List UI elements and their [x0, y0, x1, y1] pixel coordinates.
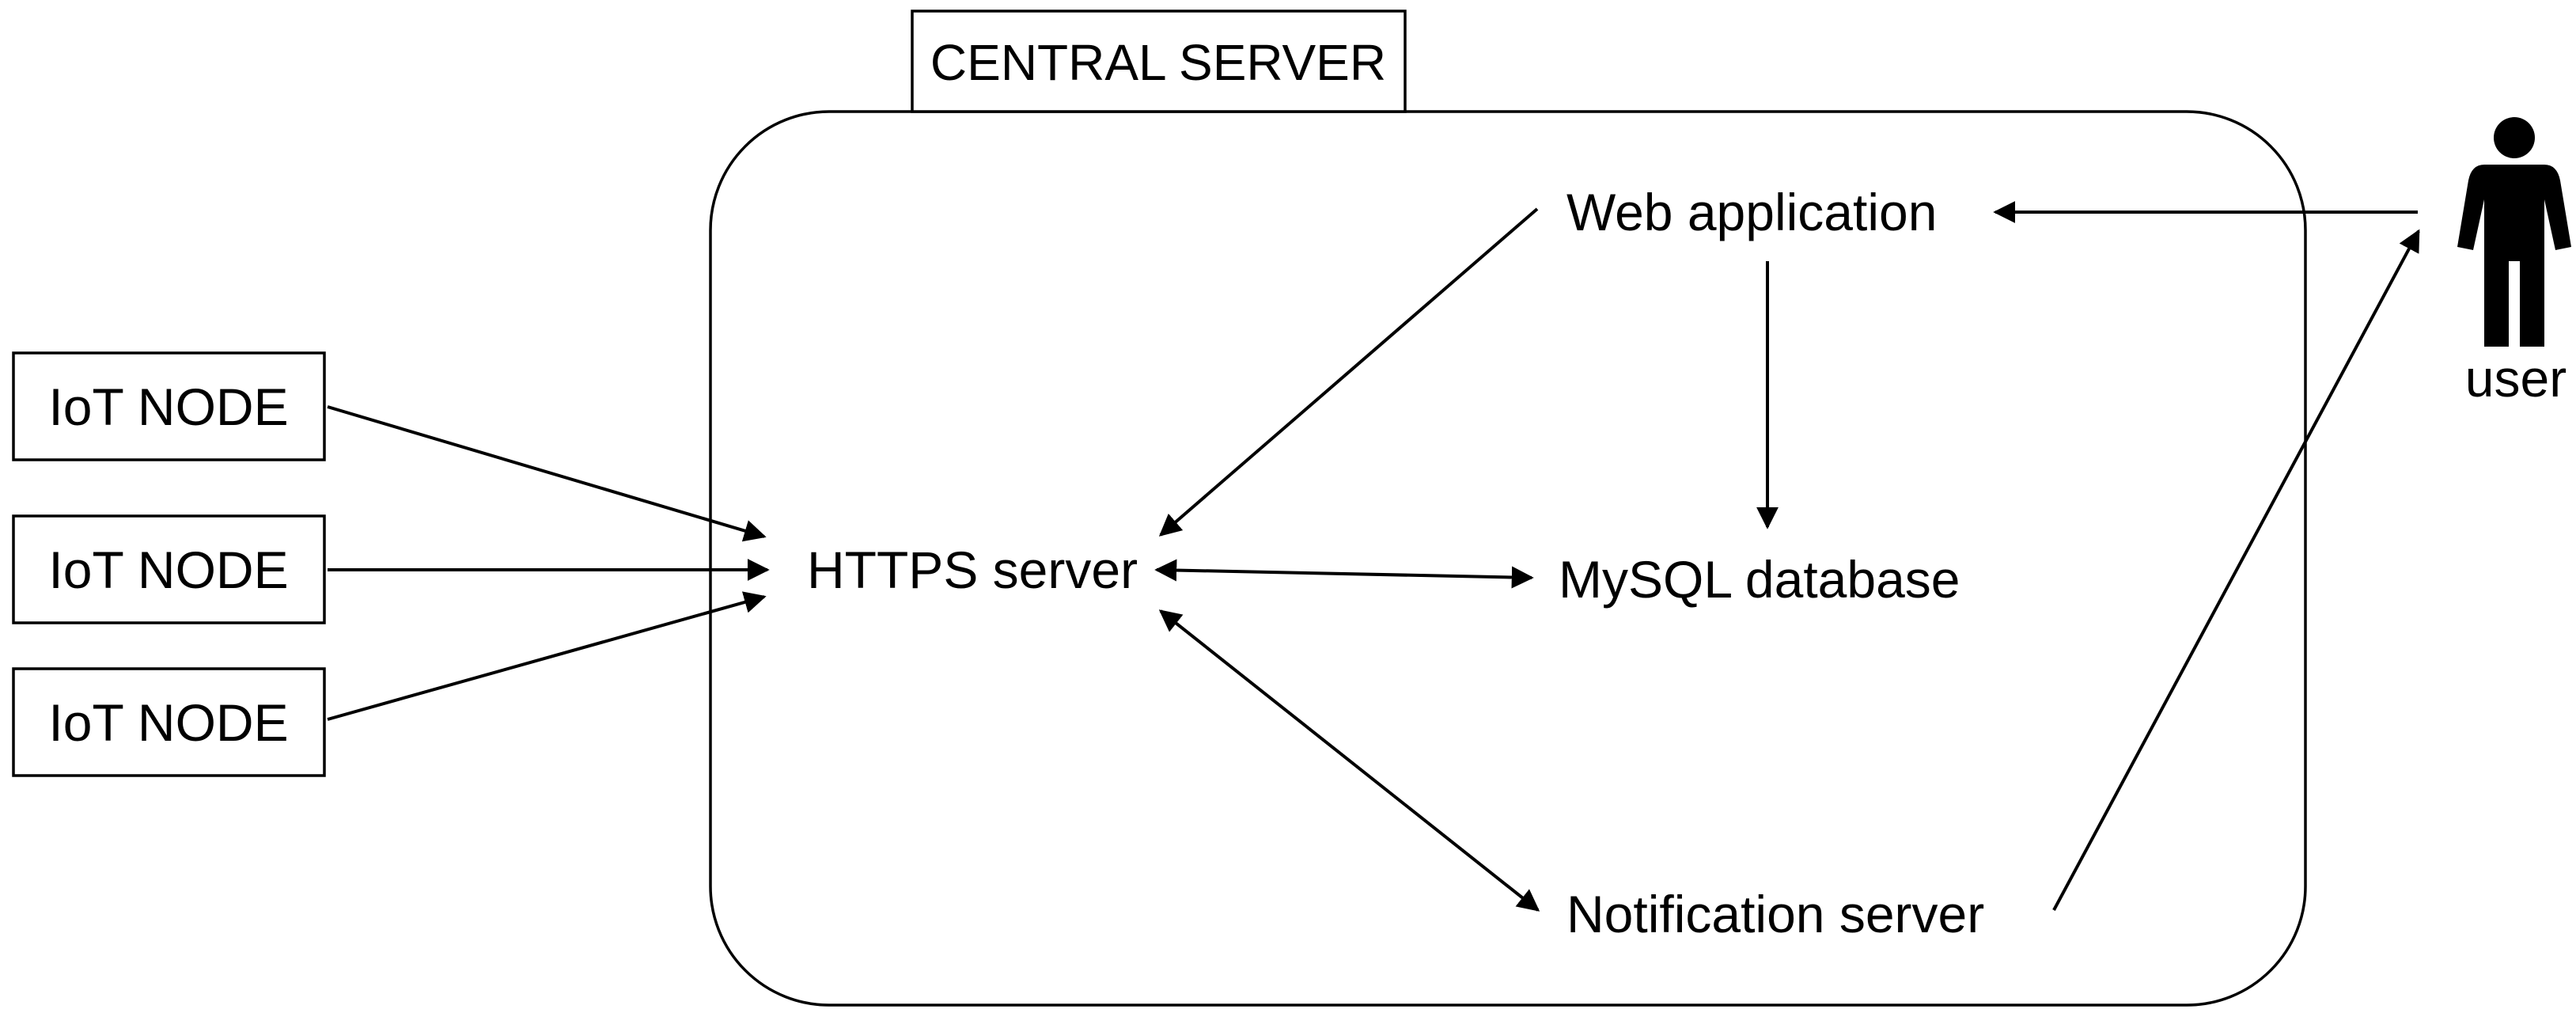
user-label: user	[2465, 349, 2567, 408]
mysql-database-label: MySQL database	[1559, 550, 1960, 609]
notification-server-label: Notification server	[1566, 885, 1984, 943]
edge-https-notification	[1158, 609, 1540, 912]
person-icon	[2457, 117, 2571, 347]
iot-node-label: IoT NODE	[48, 378, 288, 436]
iot-node-box	[12, 514, 326, 624]
central-server-boundary	[709, 110, 2307, 1007]
https-server-label: HTTPS server	[807, 541, 1138, 599]
iot-node-2: IoT NODE	[12, 514, 326, 624]
central-server-title: CENTRAL SERVER	[930, 34, 1386, 91]
connections	[327, 201, 2420, 912]
edge-iot3-to-https	[327, 591, 767, 721]
edge-webapp-to-https	[1158, 207, 1539, 537]
central-server-container: CENTRAL SERVER	[709, 9, 2307, 1007]
edge-https-mysql	[1154, 559, 1534, 589]
user-figure: user	[2457, 117, 2571, 408]
iot-node-3: IoT NODE	[12, 667, 326, 777]
iot-node-label: IoT NODE	[48, 541, 288, 599]
iot-node-label: IoT NODE	[48, 693, 288, 752]
central-server-tab	[911, 9, 1407, 113]
web-application-label: Web application	[1566, 183, 1937, 241]
iot-node-box	[12, 351, 326, 461]
iot-node-box	[12, 667, 326, 777]
edge-notification-to-user	[2052, 229, 2420, 911]
iot-node-1: IoT NODE	[12, 351, 326, 461]
edge-iot1-to-https	[327, 405, 767, 542]
